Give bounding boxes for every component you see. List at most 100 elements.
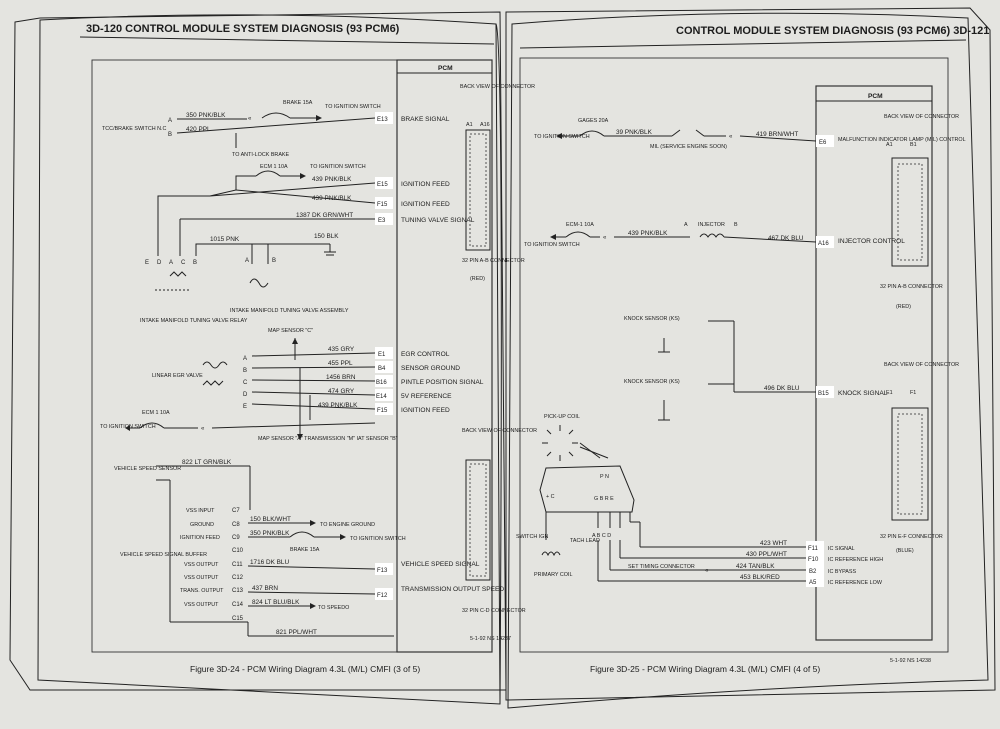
knock-sensor-2-label: KNOCK SENSOR (KS) (624, 379, 680, 385)
map-sensor-c-label: MAP SENSOR "C" (268, 328, 313, 334)
wire-419: 419 BRN/WHT (756, 131, 798, 138)
svg-text:BRAKE SIGNAL: BRAKE SIGNAL (401, 116, 450, 123)
svg-text:A: A (169, 260, 173, 266)
svg-text:INJECTOR CONTROL: INJECTOR CONTROL (838, 238, 905, 245)
pickup-pins-label: P N (600, 474, 609, 480)
ecm1-fuse-label: ECM 1 10A (260, 164, 288, 170)
svg-text:C13: C13 (232, 588, 244, 594)
svg-text:TRANS. OUTPUT: TRANS. OUTPUT (180, 588, 224, 594)
svg-text:E6: E6 (819, 140, 827, 146)
to-antilock-label: TO ANTI-LOCK BRAKE (232, 152, 290, 158)
svg-text:«: « (603, 235, 607, 241)
to-ignition-switch-r2: TO IGNITION SWITCH (524, 242, 580, 248)
left-pcm-label: PCM (438, 65, 453, 72)
svg-text:BACK VIEW OF CONNECTOR: BACK VIEW OF CONNECTOR (460, 84, 535, 90)
svg-text:B: B (272, 258, 276, 264)
to-ign-switch-2-label: TO IGNITION SWITCH (350, 536, 406, 542)
svg-text:(BLUE): (BLUE) (896, 548, 914, 554)
svg-text:B: B (243, 368, 247, 374)
svg-text:VSS OUTPUT: VSS OUTPUT (184, 602, 219, 608)
map-sensor-multi-label: MAP SENSOR "A" TRANSMISSION "M" IAT SENS… (258, 436, 398, 442)
svg-text:EGR CONTROL: EGR CONTROL (401, 351, 450, 358)
to-ignition-switch-label: TO IGNITION SWITCH (325, 104, 381, 110)
left-figure-caption: Figure 3D-24 - PCM Wiring Diagram 4.3L (… (190, 664, 420, 674)
svg-text:IC REFERENCE HIGH: IC REFERENCE HIGH (828, 557, 883, 563)
svg-text:E13: E13 (377, 117, 388, 123)
set-timing-label: SET TIMING CONNECTOR (628, 564, 695, 570)
wire-150-blk: 150 BLK (314, 233, 339, 240)
wire-437: 437 BRN (252, 585, 278, 592)
left-date-code: 5-1-92 NS 14237 (470, 636, 511, 642)
svg-text:VSS OUTPUT: VSS OUTPUT (184, 562, 219, 568)
right-pcm-block (815, 85, 933, 641)
wire-420-ppl: 420 PPL (186, 126, 211, 133)
wire-1456: 1456 BRN (326, 374, 356, 381)
right-connector-bottom: BACK VIEW OF CONNECTOR E1 F1 32 PIN E-F … (880, 362, 959, 554)
svg-text:B: B (193, 260, 197, 266)
wire-455: 455 PPL (328, 360, 353, 367)
svg-text:E: E (145, 260, 149, 266)
vss-label: VEHICLE SPEED SENSOR (114, 466, 181, 472)
svg-text:B16: B16 (376, 380, 387, 386)
right-connector-top: BACK VIEW OF CONNECTOR A1 B1 32 PIN A-B … (880, 114, 959, 310)
svg-text:IC REFERENCE LOW: IC REFERENCE LOW (828, 580, 883, 586)
svg-text:C11: C11 (232, 562, 243, 568)
wire-496: 496 DK BLU (764, 385, 800, 392)
svg-text:«: « (729, 134, 733, 140)
svg-text:IC SIGNAL: IC SIGNAL (828, 546, 855, 552)
svg-text:«: « (201, 426, 205, 432)
svg-text:E1: E1 (378, 352, 386, 358)
svg-text:F1: F1 (910, 390, 916, 396)
injector-pin-a: A (684, 222, 688, 228)
svg-text:32 PIN A-B CONNECTOR: 32 PIN A-B CONNECTOR (880, 284, 943, 290)
svg-text:PINTLE POSITION SIGNAL: PINTLE POSITION SIGNAL (401, 379, 484, 386)
wire-439-r: 439 PNK/BLK (628, 230, 668, 237)
ecm1-fuse-r-label: ECM-1 10A (566, 222, 594, 228)
wire-39: 39 PNK/BLK (616, 129, 653, 136)
svg-text:A: A (243, 356, 247, 362)
svg-text:(RED): (RED) (470, 276, 485, 282)
svg-text:C: C (181, 260, 186, 266)
svg-text:IC BYPASS: IC BYPASS (828, 569, 856, 575)
svg-text:SENSOR GROUND: SENSOR GROUND (401, 365, 460, 372)
svg-text:F10: F10 (808, 557, 819, 563)
wire-439-a: 439 PNK/BLK (312, 176, 352, 183)
svg-text:IGNITION FEED: IGNITION FEED (401, 201, 450, 208)
primary-coil-label: PRIMARY COIL (534, 572, 572, 578)
right-page-content: CONTROL MODULE SYSTEM DIAGNOSIS (93 PCM6… (516, 25, 989, 674)
injector-pin-b: B (734, 222, 738, 228)
svg-text:VSS OUTPUT: VSS OUTPUT (184, 575, 219, 581)
brake-fuse-label: BRAKE 15A (283, 100, 313, 106)
svg-text:C12: C12 (232, 575, 244, 581)
svg-text:E14: E14 (376, 394, 387, 400)
svg-text:A1: A1 (886, 142, 893, 148)
svg-text:BACK VIEW OF CONNECTOR: BACK VIEW OF CONNECTOR (884, 114, 959, 120)
ignition-module-symbol (539, 465, 635, 513)
svg-text:«: « (705, 568, 709, 574)
wire-350-pnk-blk-a: 350 PNK/BLK (186, 112, 226, 119)
book-edge-right (505, 7, 996, 701)
svg-text:D: D (157, 260, 162, 266)
right-date-code: 5-1-92 NS 14238 (890, 658, 931, 664)
svg-text:B15: B15 (818, 391, 829, 397)
svg-text:C14: C14 (232, 602, 244, 608)
tuning-valve-relay-label: INTAKE MANIFOLD TUNING VALVE RELAY (140, 318, 248, 324)
egr-valve-label: LINEAR EGR VALVE (152, 373, 203, 379)
svg-text:E15: E15 (377, 182, 388, 188)
wire-423: 423 WHT (760, 540, 787, 547)
svg-text:GROUND: GROUND (190, 522, 214, 528)
tcc-brake-switch-label: TCC/BRAKE SWITCH N.C (102, 126, 166, 132)
wire-150-blk-wht: 150 BLK/WHT (250, 516, 291, 523)
wire-439-b: 439 PNK/BLK (312, 195, 352, 202)
svg-text:TUNING VALVE SIGNAL: TUNING VALVE SIGNAL (401, 217, 475, 224)
svg-text:IGNITION FEED: IGNITION FEED (401, 407, 450, 414)
svg-text:F15: F15 (377, 408, 388, 414)
pickup-coil-label: PICK-UP COIL (544, 414, 580, 420)
svg-text:A5: A5 (809, 580, 817, 586)
to-engine-ground-label: TO ENGINE GROUND (320, 522, 375, 528)
wire-1015: 1015 PNK (210, 236, 240, 243)
page-gutter (495, 23, 502, 705)
svg-text:D: D (243, 392, 248, 398)
